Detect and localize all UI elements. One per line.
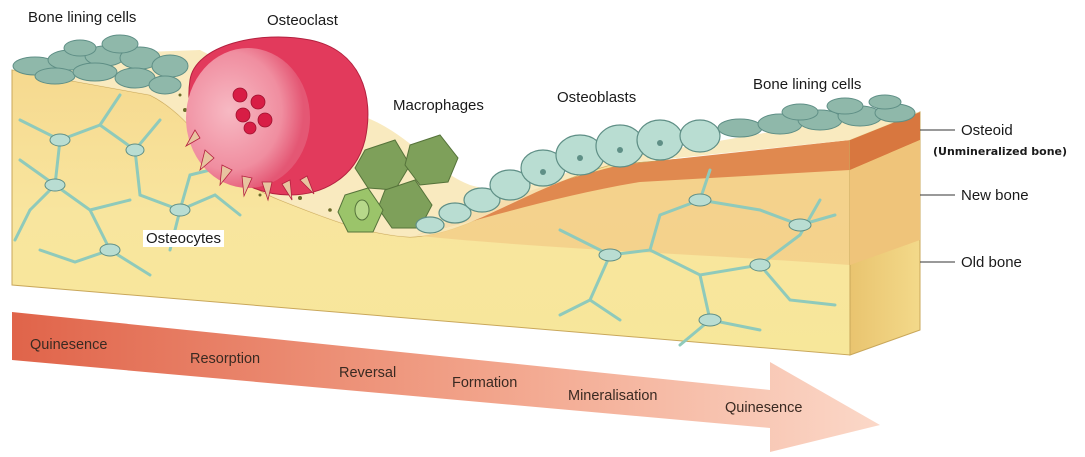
- phase-formation: Formation: [452, 375, 517, 391]
- label-osteocytes: Osteocytes: [143, 230, 224, 247]
- label-bone-lining-cells-right: Bone lining cells: [753, 76, 861, 93]
- label-old-bone: Old bone: [961, 254, 1022, 271]
- label-macrophages: Macrophages: [393, 97, 484, 114]
- label-osteoblasts: Osteoblasts: [557, 89, 636, 106]
- phase-reversal: Reversal: [339, 365, 396, 381]
- osteoclast-cell: [186, 37, 368, 200]
- label-osteoclast: Osteoclast: [267, 12, 338, 29]
- label-new-bone: New bone: [961, 187, 1029, 204]
- phase-quinesence-end: Quinesence: [725, 400, 802, 416]
- label-bone-lining-cells-left: Bone lining cells: [28, 9, 136, 26]
- phase-quinesence-start: Quinesence: [30, 337, 107, 353]
- phase-mineralisation: Mineralisation: [568, 388, 657, 404]
- phase-resorption: Resorption: [190, 351, 260, 367]
- label-osteoid-subtitle: (Unmineralized bone): [933, 145, 1067, 158]
- label-osteoid: Osteoid: [961, 122, 1013, 139]
